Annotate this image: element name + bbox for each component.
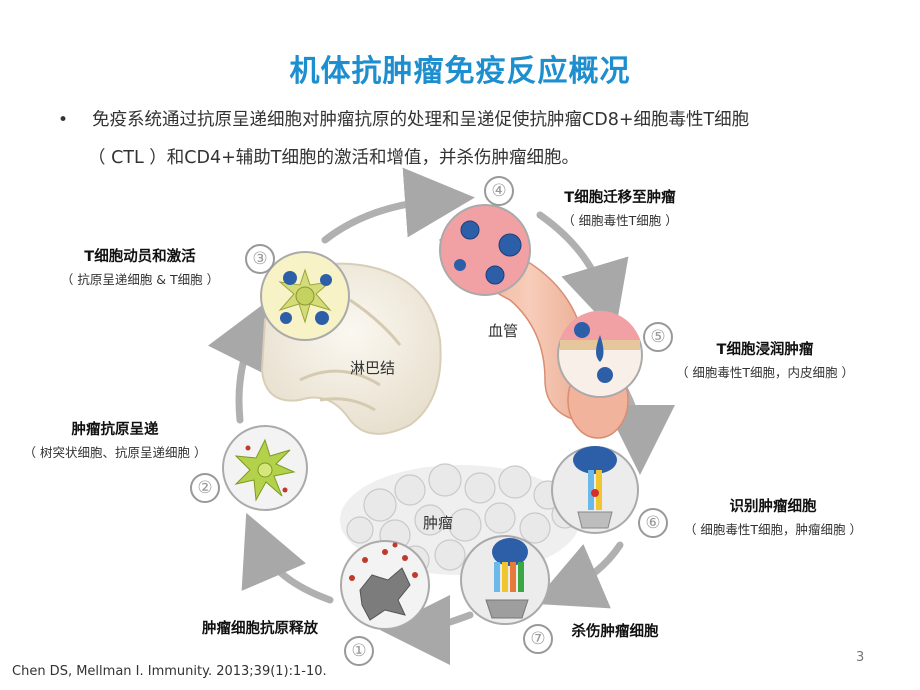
step-4-title: T细胞迁移至肿瘤	[564, 190, 676, 206]
step-1-number: ①	[344, 636, 374, 666]
step-2-title: 肿瘤抗原呈递	[71, 422, 159, 438]
step-7-label: 杀伤肿瘤细胞	[550, 620, 680, 641]
step-1-antigen-release-circle	[340, 540, 430, 630]
step-4-tcell-migration-circle	[439, 204, 531, 296]
step-2-subtitle: （ 树突状细胞、抗原呈递细胞 ）	[23, 445, 207, 460]
step-3-label: T细胞动员和激活 （ 抗原呈递细胞 & T细胞 ）	[40, 245, 240, 288]
step-5-title: T细胞浸润肿瘤	[716, 342, 814, 358]
step-5-subtitle: （ 细胞毒性T细胞，内皮细胞 ）	[675, 365, 855, 380]
step-7-number: ⑦	[523, 624, 553, 654]
arrow-2-to-3	[208, 298, 271, 424]
arrow-1-to-2	[241, 512, 334, 604]
tumor-label: 肿瘤	[423, 514, 454, 532]
step-6-number: ⑥	[638, 508, 668, 538]
page-number: 3	[856, 650, 865, 665]
step-7-title: 杀伤肿瘤细胞	[571, 624, 659, 640]
intro-text-line-1: 免疫系统通过抗原呈递细胞对肿瘤抗原的处理和呈递促使抗肿瘤CD8+细胞毒性T细胞	[92, 110, 750, 130]
step-2-label: 肿瘤抗原呈递 （ 树突状细胞、抗原呈递细胞 ）	[0, 418, 230, 461]
step-6-recognition-circle	[551, 446, 639, 534]
step-2-number: ②	[190, 473, 220, 503]
step-6-title: 识别肿瘤细胞	[729, 499, 817, 515]
arrow-7-to-1	[380, 594, 474, 665]
step-3-apc-tcell-circle	[260, 251, 350, 341]
step-6-subtitle: （ 细胞毒性T细胞，肿瘤细胞 ）	[683, 522, 863, 537]
intro-text-line-2: （ CTL ）和CD4+辅助T细胞的激活和增值，并杀伤肿瘤细胞。	[88, 148, 579, 168]
citation: Chen DS, Mellman I. Immunity. 2013;39(1)…	[12, 664, 327, 679]
step-1-title: 肿瘤细胞抗原释放	[202, 621, 318, 637]
step-2-dendritic-cell-circle	[222, 425, 308, 511]
step-5-label: T细胞浸润肿瘤 （ 细胞毒性T细胞，内皮细胞 ）	[655, 338, 875, 381]
lymph-node-label: 淋巴结	[350, 359, 396, 377]
step-3-title: T细胞动员和激活	[84, 249, 196, 265]
arrow-3-to-4	[321, 167, 475, 244]
step-1-label: 肿瘤细胞抗原释放	[180, 617, 340, 638]
cycle-arrows	[208, 167, 675, 665]
step-3-number: ③	[245, 244, 275, 274]
step-4-label: T细胞迁移至肿瘤 （ 细胞毒性T细胞 ）	[520, 186, 720, 229]
step-6-label: 识别肿瘤细胞 （ 细胞毒性T细胞，肿瘤细胞 ）	[668, 495, 878, 538]
bullet-marker: •	[58, 110, 69, 130]
blood-vessel-label: 血管	[488, 322, 519, 340]
step-3-subtitle: （ 抗原呈递细胞 & T细胞 ）	[60, 272, 220, 287]
step-4-subtitle: （ 细胞毒性T细胞 ）	[562, 213, 678, 228]
step-4-number: ④	[484, 176, 514, 206]
step-7-killing-circle	[460, 535, 550, 625]
step-5-number: ⑤	[643, 322, 673, 352]
page-title: 机体抗肿瘤免疫反应概况	[289, 54, 631, 89]
step-5-tcell-infiltration-circle	[557, 310, 643, 398]
arrow-4-to-5	[536, 211, 629, 334]
arrow-6-to-7	[532, 541, 624, 609]
